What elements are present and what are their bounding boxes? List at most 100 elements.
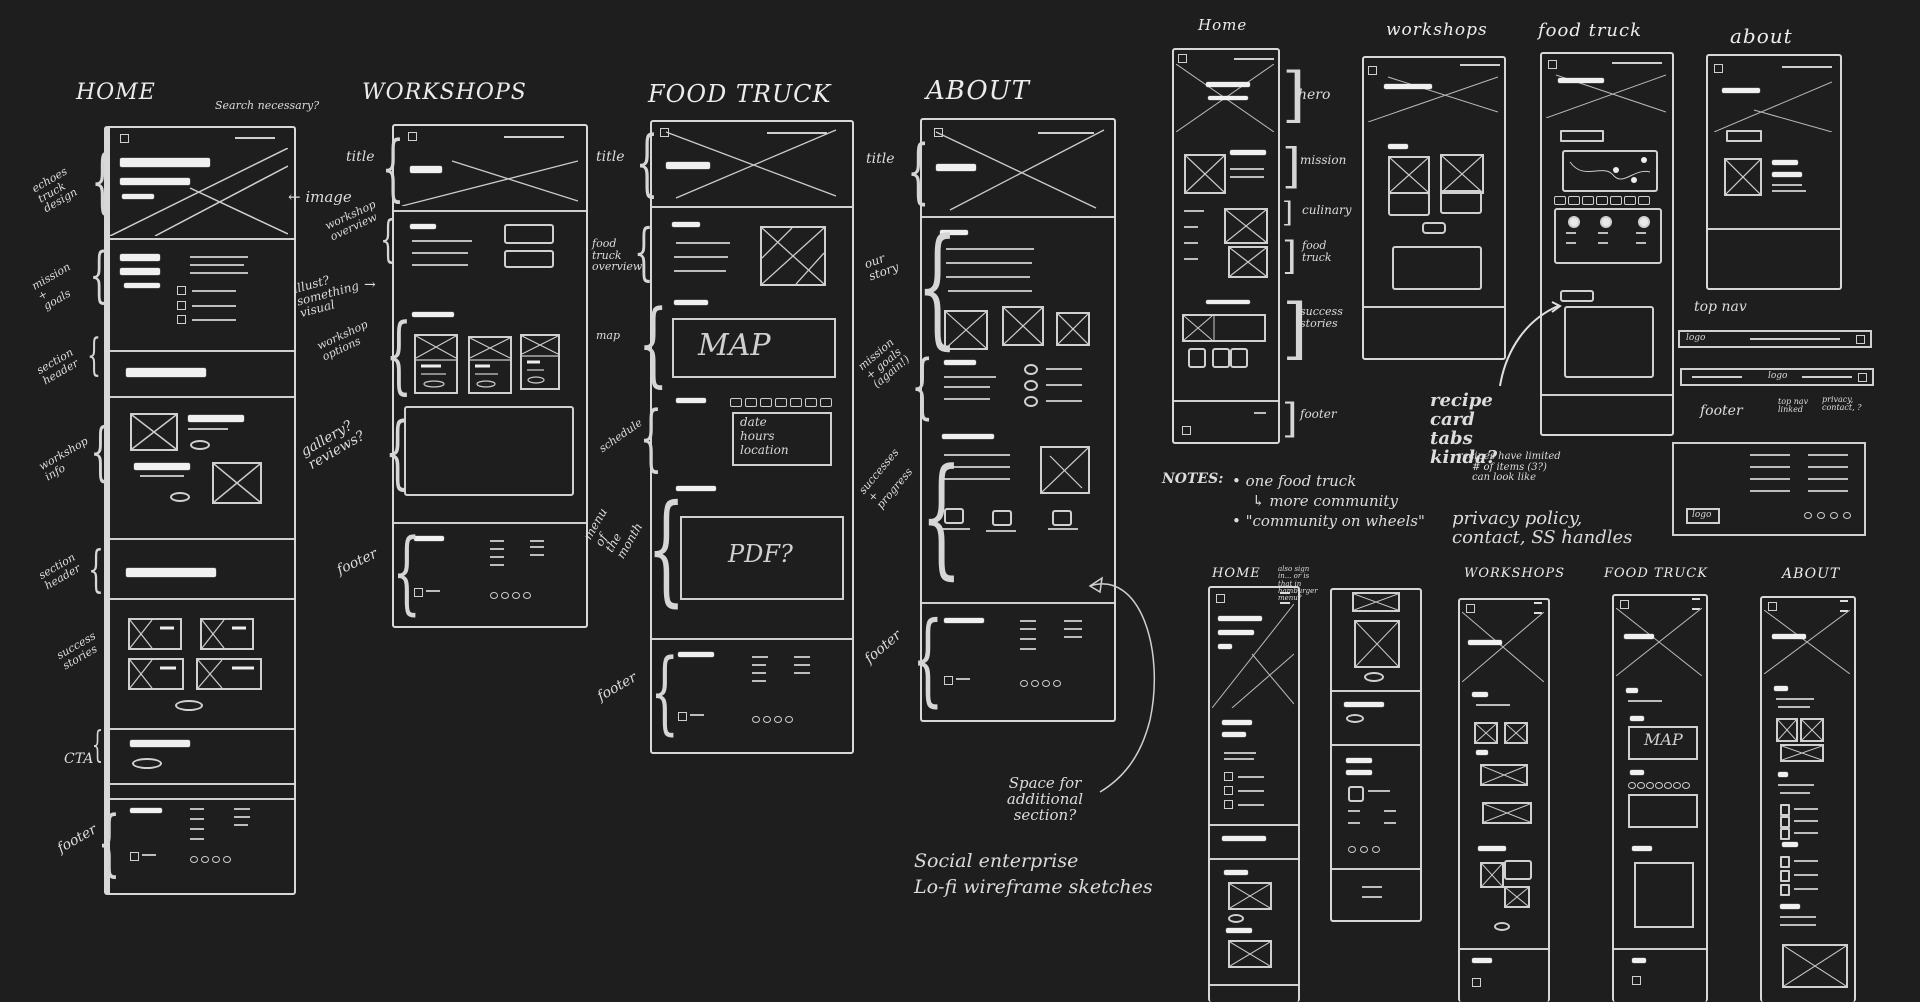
text-line [1794,832,1818,834]
section-button [1726,130,1762,142]
footer-logo-icon [130,852,139,861]
row3-signin-note: also sign in... or is that in hamburger … [1278,565,1318,603]
footer-logo-bar [414,536,444,541]
text-line [944,478,1010,480]
section-divider [110,238,294,240]
story-image-placeholder [1002,306,1044,346]
section-divider [1332,690,1420,692]
section-divider [110,728,294,730]
hero-button-bar [1218,644,1232,649]
map-placeholder: MAP [1628,726,1698,760]
nav-links [1802,376,1852,378]
section-bar [1224,870,1248,875]
schedule-box: date hours location [732,412,832,466]
section-bar [1226,928,1252,933]
mission-bar [120,254,160,261]
annotation-footer: footer [1300,407,1337,421]
brace-icon: { [385,305,413,403]
text-line [190,256,248,258]
text-line [1230,176,1264,178]
button-pill [1346,714,1364,723]
hero-heading-bar [1722,88,1760,93]
section-bar [1626,688,1638,693]
footer-divider [1332,868,1420,870]
logo-icon [1714,64,1723,73]
story-card [200,618,254,650]
story-thumb [1188,348,1206,368]
text-line [1368,790,1390,792]
footer-link [1750,466,1790,468]
mission-heading-bar [944,360,976,365]
footer-text [426,590,440,592]
text-line [944,454,1010,456]
footer-link [190,838,204,840]
row2-food-truck-title: food truck [1538,20,1642,41]
logo-icon [1466,604,1475,613]
recipe-sub-line: recipes have limited [1458,451,1561,462]
nav-icon [1858,373,1867,382]
section-divider [394,210,586,212]
text-line [1598,232,1608,234]
hero-image-placeholder [402,156,578,206]
text-line [674,256,728,258]
nav-logo-text: logo [1686,333,1706,343]
text-line [1224,758,1254,760]
button-pill [190,440,210,450]
schedule-box [1628,794,1698,828]
annotation-footer: footer [594,669,640,705]
footer-link [1808,490,1848,492]
bracket-icon: ] [1282,138,1301,194]
brace-icon: { [635,120,659,204]
text-line [1772,190,1806,192]
section-bar [1222,732,1246,737]
card-placeholder [1504,860,1532,880]
footer-link [234,808,250,810]
note-item-2: ↳ more community [1252,492,1398,510]
social-icons [1348,846,1380,853]
additional-section-note: Space for additional section? [1006,774,1084,824]
annotation-schedule: schedule [596,416,645,456]
bullet-icon [1780,856,1790,868]
annotation-mission: mission + goals [29,260,74,313]
section-bar [1630,716,1644,721]
schedule-day-tabs [1554,196,1650,205]
text-line [1348,810,1360,812]
brace-icon: { [91,140,114,222]
nav-links [1038,132,1094,134]
text-line [1238,804,1264,806]
footer-link [1020,638,1036,640]
footer-note-privacy: privacy, contact, ? [1822,395,1862,413]
truck-image-placeholder [760,226,826,286]
text-line [946,262,1032,264]
overview-heading-bar [672,222,700,227]
annotation-overview: food truck overview [592,237,643,274]
section-divider [922,216,1114,218]
hamburger-menu-icon [1692,598,1700,610]
hero-image-placeholder [110,148,288,236]
nav-links [1750,338,1840,340]
button-pill [1364,672,1384,682]
home-title: HOME [76,80,156,105]
recipe-card-note: recipe card tabs kinda? [1430,391,1520,468]
text-line [1230,168,1264,170]
text-line [1224,752,1256,754]
note-text: one food truck [1245,472,1357,490]
text-line [1384,822,1396,824]
footer-link [1808,478,1848,480]
checkbox-icon [177,301,186,310]
row3-workshops-frame [1458,598,1550,1002]
caption-line-1: Social enterprise [914,850,1079,872]
footer-logo-icon [678,712,687,721]
successes-image-placeholder [1040,446,1090,494]
footer-divider [922,602,1114,604]
brace-icon: { [638,290,668,397]
story-thumb [1212,348,1230,368]
annotation-map: map [596,329,621,342]
section-divider [1210,858,1298,860]
text-line [1184,210,1204,212]
overview-card [504,224,554,244]
note-text: more community [1269,492,1398,510]
row3-home-title: HOME [1212,566,1261,581]
nav-links [1234,58,1274,60]
annotation-story: our story [862,250,901,283]
